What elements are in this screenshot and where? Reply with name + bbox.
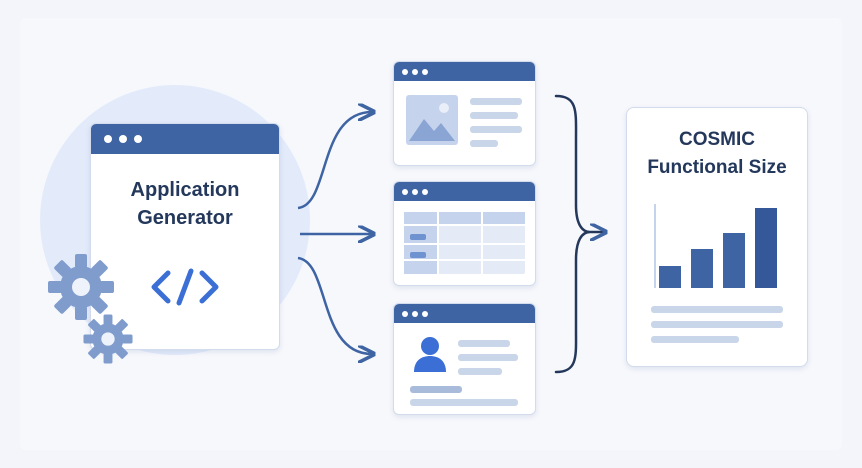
screen-image-card	[393, 61, 536, 166]
window-title-bar	[394, 182, 535, 201]
text-line-placeholder	[410, 386, 462, 393]
window-dot	[402, 69, 408, 75]
title-line: COSMIC	[679, 129, 755, 150]
window-dot	[119, 135, 127, 143]
window-dot	[402, 311, 408, 317]
window-dot	[104, 135, 112, 143]
text-line-placeholder	[651, 321, 783, 328]
title-line: Generator	[137, 207, 233, 229]
user-icon	[414, 337, 446, 372]
text-line-placeholder	[651, 336, 739, 343]
connector-arrow-to-image-card	[297, 112, 372, 210]
text-line-placeholder	[410, 399, 518, 406]
application-generator-window: Application Generator	[90, 123, 280, 350]
bar-chart-icon	[654, 204, 777, 288]
screen-user-profile	[393, 303, 536, 415]
image-icon	[406, 95, 458, 145]
window-dot	[422, 311, 428, 317]
window-dot	[134, 135, 142, 143]
text-line-placeholder	[470, 126, 522, 133]
window-dot	[402, 189, 408, 195]
text-line-placeholder	[458, 368, 502, 375]
window-title-bar	[394, 62, 535, 81]
title-line: Application	[130, 179, 240, 201]
text-line-placeholder	[458, 354, 518, 361]
text-line-placeholder	[458, 340, 510, 347]
window-dot	[422, 69, 428, 75]
table-icon	[404, 212, 525, 274]
text-line-placeholder	[470, 98, 522, 105]
merge-bracket	[554, 94, 591, 374]
title-line: Functional Size	[647, 157, 787, 178]
text-line-placeholder	[470, 140, 498, 147]
cosmic-functional-size-card: COSMIC Functional Size	[626, 107, 808, 367]
gear-icon	[83, 314, 133, 364]
window-title-bar	[394, 304, 535, 323]
text-line-placeholder	[651, 306, 783, 313]
connector-arrow-to-user-profile	[297, 256, 372, 354]
window-title-bar	[91, 124, 279, 154]
cosmic-title: COSMIC Functional Size	[627, 126, 807, 182]
application-generator-title: Application Generator	[91, 176, 279, 232]
screen-table-view	[393, 181, 536, 286]
text-line-placeholder	[470, 112, 518, 119]
window-dot	[412, 69, 418, 75]
code-brackets-icon	[151, 268, 219, 306]
gear-icon	[48, 254, 114, 320]
window-dot	[412, 311, 418, 317]
window-dot	[422, 189, 428, 195]
window-dot	[412, 189, 418, 195]
